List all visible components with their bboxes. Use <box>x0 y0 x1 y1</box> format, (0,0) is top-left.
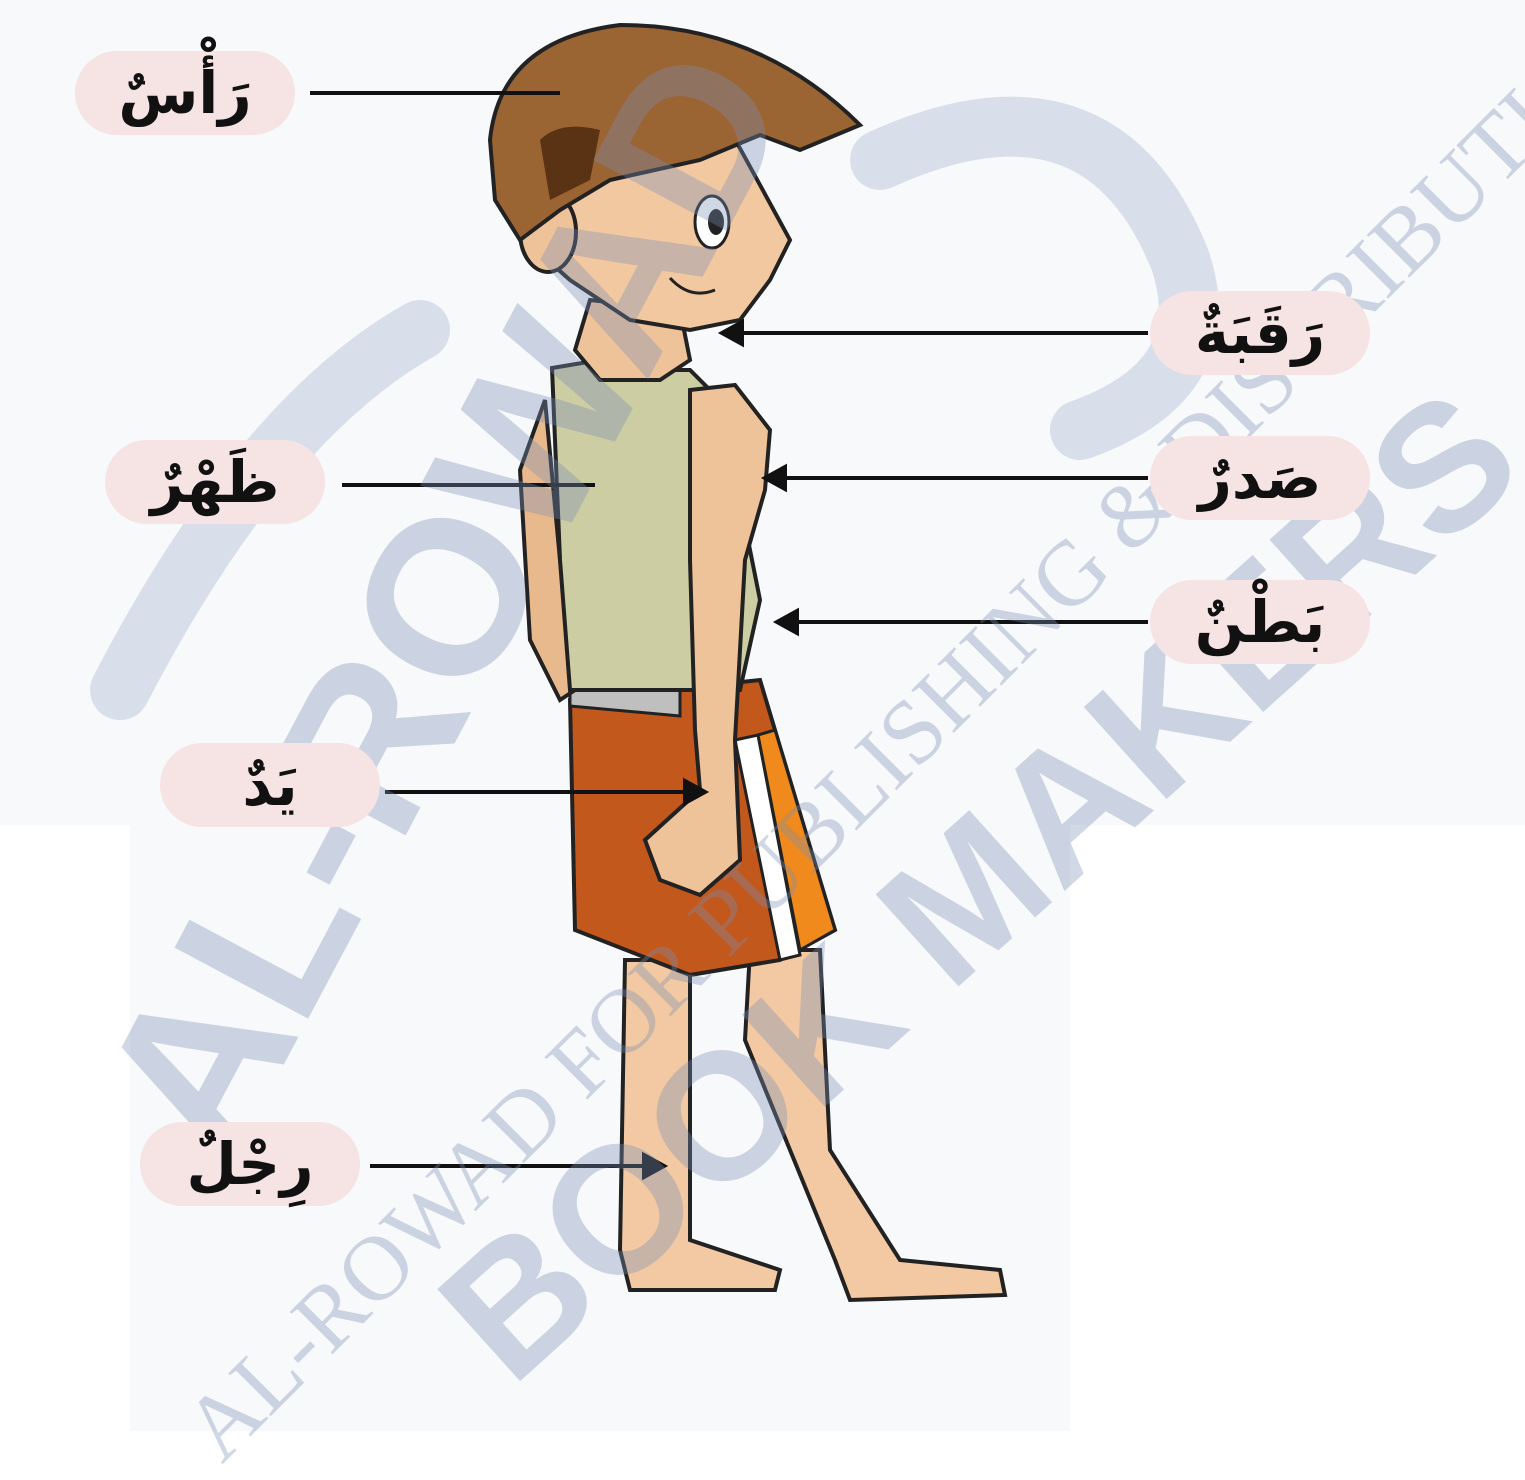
label-leg: رِجْلٌ <box>140 1122 360 1206</box>
label-neck: رَقَبَةٌ <box>1150 291 1370 375</box>
label-chest: صَدرٌ <box>1150 436 1370 520</box>
label-belly: بَطْنٌ <box>1150 580 1370 664</box>
label-head: رَأْسٌ <box>75 51 295 135</box>
label-back: ظَهْرٌ <box>105 440 325 524</box>
label-hand: يَدٌ <box>160 743 380 827</box>
diagram-stage: AL-ROWAD BOOK MAKERS AL-ROWAD FOR PUBLIS… <box>0 0 1525 1431</box>
